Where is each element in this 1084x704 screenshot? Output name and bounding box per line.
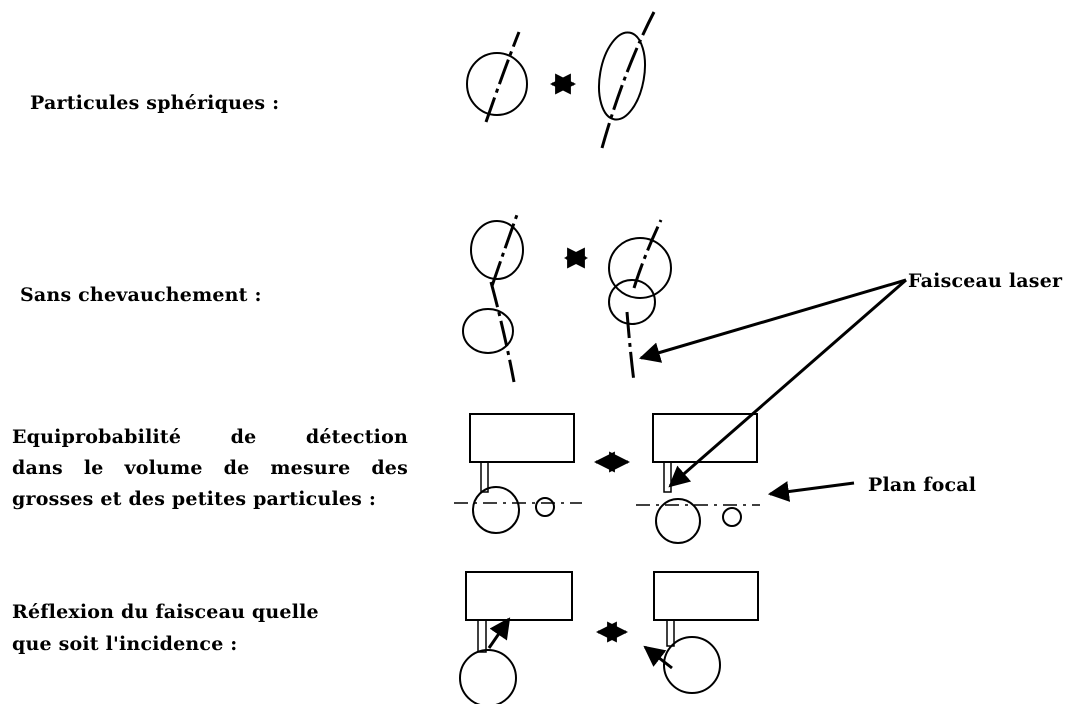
focal-plane-pointer xyxy=(767,481,855,502)
label-laser-beam: Faisceau laser xyxy=(908,270,1063,292)
label-equiprobability: Equiprobabilité de détection dans le vol… xyxy=(12,422,408,515)
row4-right-setup xyxy=(643,571,759,694)
row3-right-setup xyxy=(636,413,760,544)
label-equiprobability-line2: dans le volume de mesure des xyxy=(12,457,408,479)
label-equiprobability-line1: Equiprobabilité de détection xyxy=(12,426,408,448)
label-focal-plane: Plan focal xyxy=(868,474,977,496)
row2-overlapping-particles xyxy=(608,219,672,383)
row1-sphere xyxy=(466,31,528,123)
label-no-overlap: Sans chevauchement : xyxy=(20,284,262,306)
row2-separated-particles xyxy=(462,211,524,383)
row4-left-setup xyxy=(459,571,573,704)
laser-beam-pointers xyxy=(638,278,907,488)
row1-elongated-particle xyxy=(598,11,656,149)
label-reflection: Réflexion du faisceau quelle que soit l'… xyxy=(12,596,319,660)
row3-left-setup xyxy=(454,413,582,534)
label-reflection-line1: Réflexion du faisceau quelle xyxy=(12,601,319,623)
label-reflection-line2: que soit l'incidence : xyxy=(12,633,238,655)
label-equiprobability-line3: grosses et des petites particules : xyxy=(12,488,377,510)
label-spherical-particles: Particules sphériques : xyxy=(30,92,280,114)
